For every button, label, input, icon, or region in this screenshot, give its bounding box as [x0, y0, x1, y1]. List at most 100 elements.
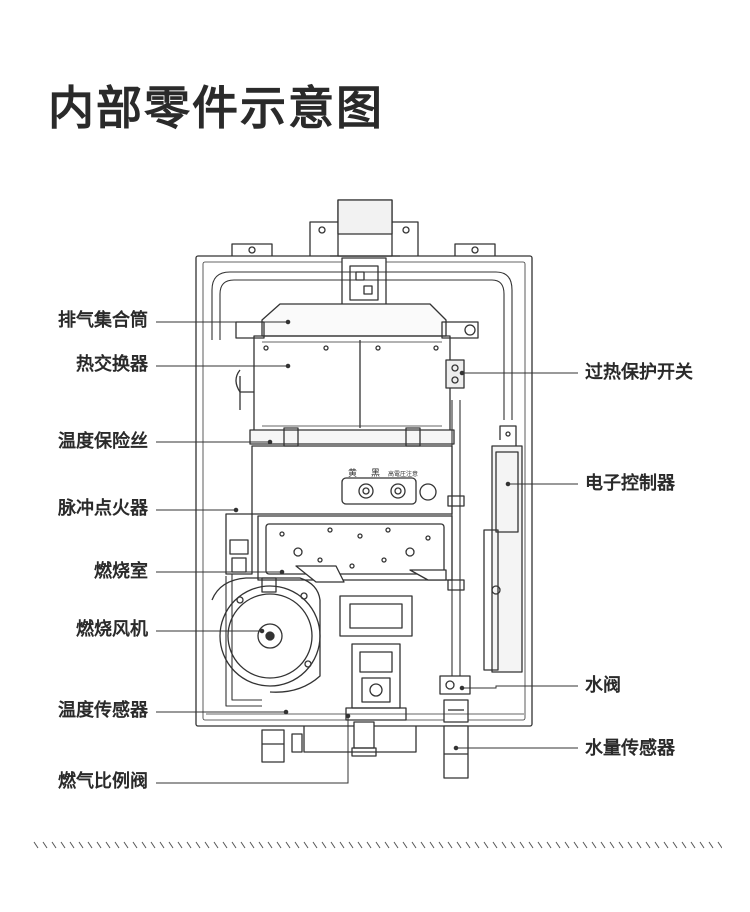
- divider-dash: [303, 841, 309, 849]
- divider-dash: [177, 841, 183, 849]
- leader-lines: [156, 319, 578, 784]
- divider-dash: [708, 841, 714, 849]
- divider-dash: [690, 841, 696, 849]
- divider-dash: [285, 841, 291, 849]
- label-temperature-sensor: 温度传感器: [58, 700, 148, 721]
- divider-dash: [321, 841, 327, 849]
- divider-dash: [465, 841, 471, 849]
- divider-dash: [123, 841, 129, 849]
- divider-dash: [168, 841, 174, 849]
- divider-dash: [573, 841, 579, 849]
- divider-dash: [699, 841, 705, 849]
- divider-dash: [393, 841, 399, 849]
- divider-dash: [69, 841, 75, 849]
- label-combustion-fan: 燃烧风机: [76, 619, 148, 640]
- divider-dash: [519, 841, 525, 849]
- exhaust-collector: [261, 303, 447, 337]
- divider-dash: [636, 841, 642, 849]
- hot-water-outlet: [261, 729, 285, 763]
- divider-dash: [276, 841, 282, 849]
- water-pipe-loop: [211, 271, 513, 420]
- divider-dash: [492, 841, 498, 849]
- gas-inlet: [353, 721, 375, 749]
- divider-dash: [114, 841, 120, 849]
- divider-dash: [645, 841, 651, 849]
- divider-dash: [186, 841, 192, 849]
- divider-dash: [51, 841, 57, 849]
- divider-dash: [600, 841, 606, 849]
- gas-valve-upper: [339, 595, 413, 637]
- divider-dash: [582, 841, 588, 849]
- divider-dash: [663, 841, 669, 849]
- divider-dash: [672, 841, 678, 849]
- leader-gas-valve: [156, 716, 349, 784]
- label-gas-proportional-valve: 燃气比例阀: [58, 771, 148, 792]
- divider-dash: [87, 841, 93, 849]
- divider-dash: [78, 841, 84, 849]
- divider-dash: [258, 841, 264, 849]
- divider-dash: [411, 841, 417, 849]
- divider-dash: [528, 841, 534, 849]
- label-overheat-switch: 过热保护开关: [585, 362, 693, 383]
- divider-dash: [537, 841, 543, 849]
- dashed-divider: [33, 841, 722, 849]
- panel-high-voltage-label: 高電圧注意: [388, 470, 418, 478]
- mount-tab-left: [231, 243, 273, 256]
- divider-dash: [339, 841, 345, 849]
- divider-dash: [159, 841, 165, 849]
- divider-dash: [627, 841, 633, 849]
- divider-dash: [420, 841, 426, 849]
- heat-exchanger: [253, 335, 451, 433]
- page-title: 内部零件示意图: [48, 81, 384, 135]
- divider-dash: [591, 841, 597, 849]
- divider-dash: [429, 841, 435, 849]
- divider-dash: [267, 841, 273, 849]
- panel-black-label: 黑: [371, 468, 380, 478]
- divider-dash: [195, 841, 201, 849]
- divider-dash: [609, 841, 615, 849]
- water-flow-sensor: [443, 699, 469, 723]
- divider-dash: [33, 841, 39, 849]
- divider-dash: [357, 841, 363, 849]
- divider-dash: [105, 841, 111, 849]
- divider-dash: [213, 841, 219, 849]
- divider-dash: [312, 841, 318, 849]
- divider-dash: [141, 841, 147, 849]
- temperature-fuse-rail: [249, 429, 455, 445]
- cold-water-inlet: [443, 725, 469, 779]
- label-combustion-chamber: 燃烧室: [94, 561, 148, 582]
- panel-labels: 黄 黑 高電圧注意: [348, 467, 418, 478]
- divider-dash: [240, 841, 246, 849]
- divider-dash: [510, 841, 516, 849]
- divider-dash: [474, 841, 480, 849]
- divider-dash: [402, 841, 408, 849]
- divider-dash: [294, 841, 300, 849]
- divider-dash: [150, 841, 156, 849]
- divider-dash: [42, 841, 48, 849]
- divider-dash: [375, 841, 381, 849]
- divider-dash: [96, 841, 102, 849]
- divider-dash: [366, 841, 372, 849]
- divider-dash: [456, 841, 462, 849]
- leader-water-valve: [462, 685, 578, 689]
- label-electronic-controller: 电子控制器: [585, 473, 675, 494]
- divider-dash: [330, 841, 336, 849]
- label-exhaust-collector: 排气集合筒: [58, 310, 148, 331]
- divider-dash: [483, 841, 489, 849]
- mount-tab-right: [454, 243, 496, 256]
- divider-dash: [132, 841, 138, 849]
- divider-dash: [654, 841, 660, 849]
- gas-proportional-valve: [351, 643, 401, 709]
- divider-dash: [555, 841, 561, 849]
- divider-dash: [681, 841, 687, 849]
- divider-dash: [717, 841, 722, 849]
- label-water-valve: 水阀: [585, 675, 621, 696]
- divider-dash: [348, 841, 354, 849]
- water-valve: [439, 675, 471, 695]
- divider-dash: [438, 841, 444, 849]
- label-water-flow-sensor: 水量传感器: [585, 738, 675, 759]
- divider-dash: [204, 841, 210, 849]
- divider-dash: [501, 841, 507, 849]
- pulse-igniter: [225, 513, 253, 575]
- label-temperature-fuse: 温度保险丝: [58, 431, 148, 452]
